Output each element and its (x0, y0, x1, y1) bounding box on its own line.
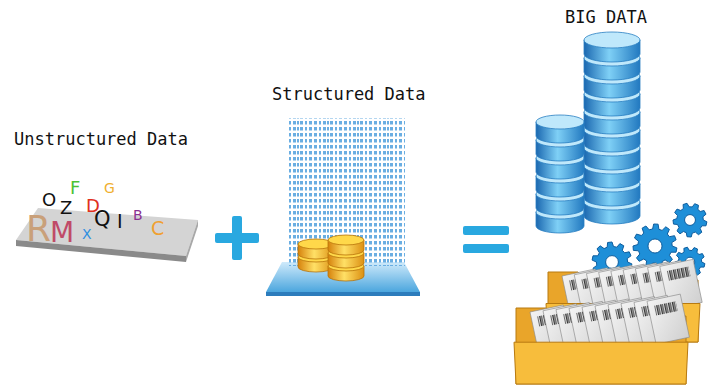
letter: I (117, 212, 123, 231)
letter: F (70, 179, 80, 197)
heading: Unstructured Data (14, 131, 188, 148)
database-cylinders (536, 32, 640, 233)
letter: Q (94, 209, 111, 230)
letter: R (26, 211, 51, 247)
letter: O (42, 191, 56, 209)
structured-data-illustration (266, 118, 420, 296)
letter: M (50, 219, 74, 247)
heading: BIG DATA (565, 9, 647, 26)
document-folders (514, 259, 702, 384)
letter: X (82, 227, 92, 241)
letter-plate (16, 208, 198, 262)
equals-sign (463, 226, 509, 253)
letter: B (133, 208, 143, 222)
letter: C (151, 219, 164, 238)
letter: G (104, 181, 115, 195)
letter: Z (60, 199, 72, 217)
plus-sign (215, 216, 259, 260)
heading: Structured Data (272, 86, 426, 103)
database-cylinders (298, 235, 364, 281)
